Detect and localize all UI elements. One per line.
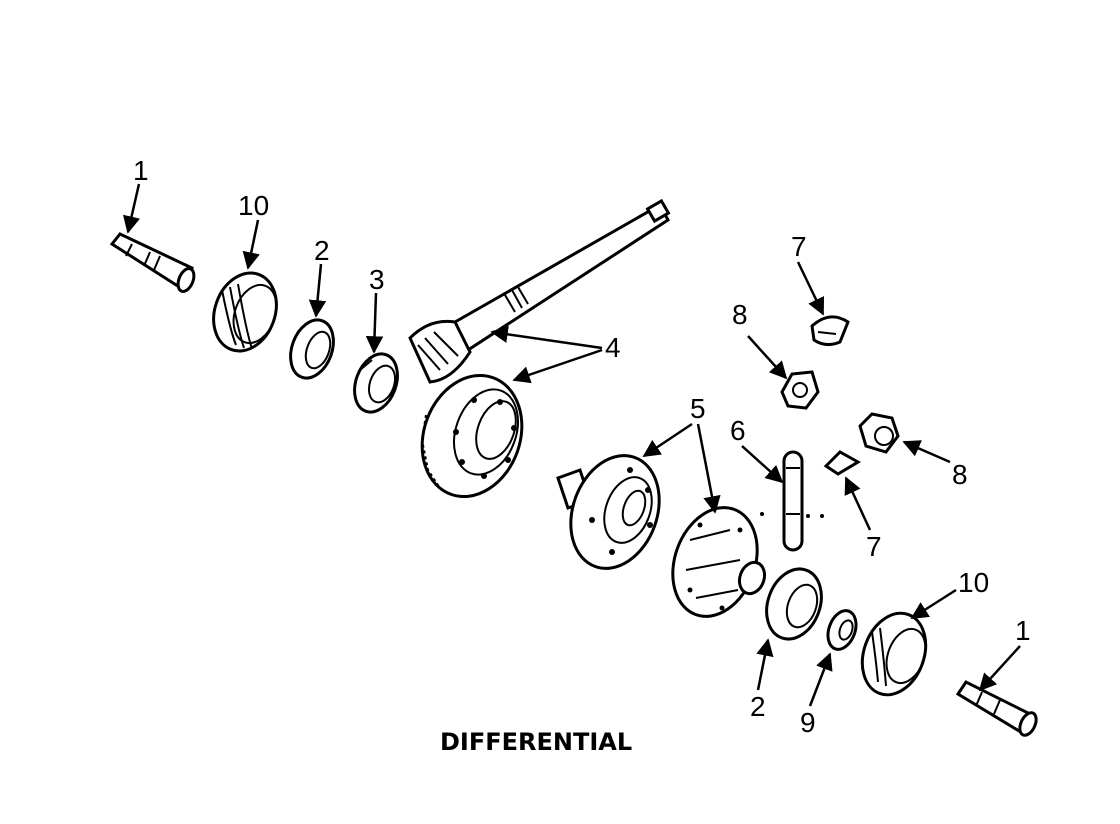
callout-6: 6 — [730, 415, 784, 484]
bearing-10-right — [860, 611, 928, 697]
callout-8-top: 8 — [732, 299, 788, 380]
svg-text:3: 3 — [369, 264, 385, 295]
svg-text:7: 7 — [791, 231, 807, 262]
callout-7-top: 7 — [791, 231, 825, 316]
axle-shaft-right — [955, 680, 1038, 737]
svg-text:7: 7 — [866, 531, 882, 562]
svg-text:5: 5 — [690, 393, 706, 424]
side-gear-7-right — [823, 450, 861, 476]
pinion-shaft — [453, 198, 671, 353]
callout-2-left: 2 — [308, 235, 330, 318]
callout-9: 9 — [800, 652, 833, 738]
bearing-10-left — [212, 271, 278, 353]
svg-text:2: 2 — [314, 235, 330, 266]
callout-7-right: 7 — [844, 476, 882, 562]
callout-1-left: 1 — [122, 155, 149, 234]
differential-case-front — [556, 454, 661, 570]
bearing-cone-3 — [353, 352, 399, 414]
svg-text:8: 8 — [732, 299, 748, 330]
callout-5: 5 — [642, 393, 721, 514]
bearing-race-2-left — [289, 318, 335, 380]
svg-text:1: 1 — [1015, 615, 1031, 646]
svg-text:2: 2 — [750, 691, 766, 722]
callout-4: 4 — [490, 325, 621, 384]
pinion-gear — [408, 319, 472, 384]
callout-2-right: 2 — [750, 638, 774, 722]
svg-text:10: 10 — [958, 567, 989, 598]
callout-1-right: 1 — [978, 615, 1031, 692]
pinion-gear-8-top — [780, 370, 820, 410]
cross-shaft-6 — [760, 450, 824, 552]
svg-text:8: 8 — [952, 459, 968, 490]
callout-3: 3 — [365, 264, 385, 354]
pinion-gear-8-right — [858, 412, 900, 454]
axle-shaft-left — [109, 232, 196, 293]
svg-text:9: 9 — [800, 707, 816, 738]
diagram-title: DIFFERENTIAL — [440, 728, 632, 756]
callout-10-left: 10 — [238, 190, 269, 270]
differential-case-rear — [671, 506, 767, 618]
svg-text:10: 10 — [238, 190, 269, 221]
bearing-race-2-right — [765, 567, 823, 641]
callout-10-right: 10 — [910, 567, 989, 620]
svg-text:1: 1 — [133, 155, 149, 186]
thrust-washer-9 — [826, 609, 858, 651]
callout-8-right: 8 — [902, 440, 968, 490]
ring-gear — [420, 373, 524, 499]
svg-text:4: 4 — [605, 332, 621, 363]
svg-text:6: 6 — [730, 415, 746, 446]
side-gear-7-top — [810, 315, 850, 347]
